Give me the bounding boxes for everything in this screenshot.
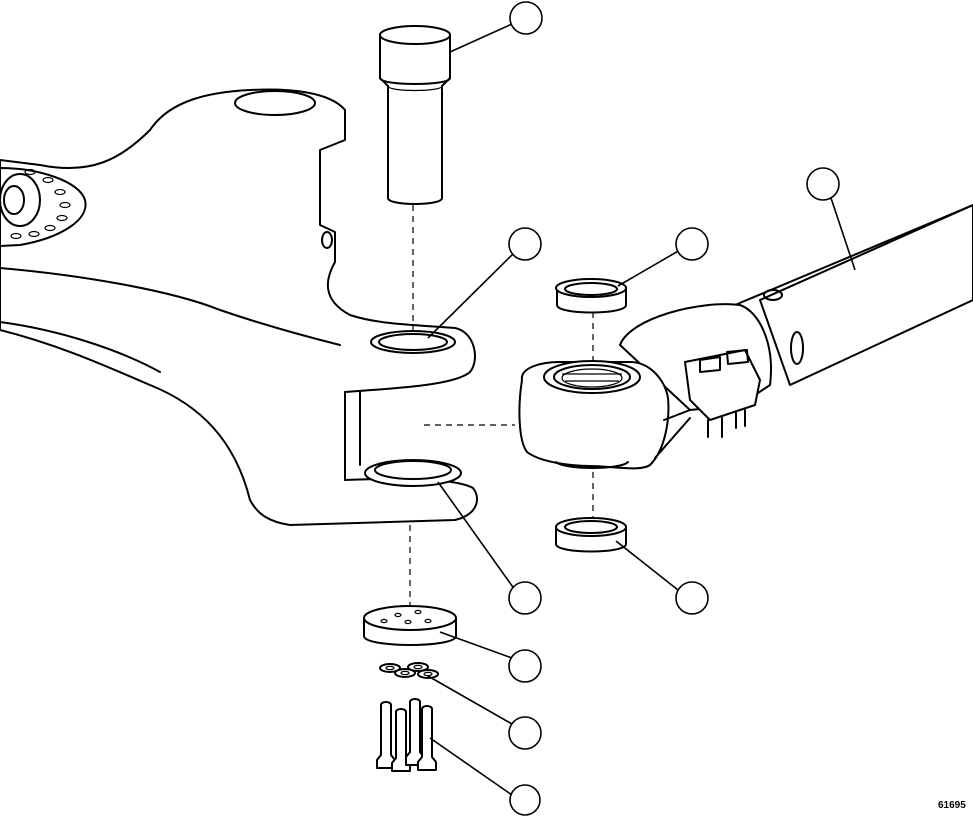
steering-cylinder — [619, 204, 973, 438]
lock-washers — [379, 662, 439, 679]
callout-balloon — [509, 1, 543, 35]
callout-balloon — [508, 716, 542, 750]
rod-end-eye — [518, 360, 691, 470]
callout-balloons — [508, 1, 840, 816]
callout-balloon — [508, 227, 542, 261]
pivot-pin — [379, 25, 451, 205]
callout-balloon — [508, 649, 542, 683]
leader-lines — [427, 23, 856, 796]
callout-balloon — [508, 581, 542, 615]
assembly-axis-lines — [409, 205, 594, 610]
upper-bearing-cup — [555, 278, 627, 314]
callout-balloon — [509, 784, 541, 816]
cap-screws — [376, 698, 437, 772]
retainer-cap — [363, 605, 457, 646]
axle-housing — [0, 88, 478, 526]
figure-number: 61695 — [938, 800, 966, 811]
callout-balloon — [675, 581, 709, 615]
lower-bearing-cup — [555, 517, 627, 553]
callout-balloon — [806, 167, 840, 201]
callout-balloon — [675, 227, 709, 261]
